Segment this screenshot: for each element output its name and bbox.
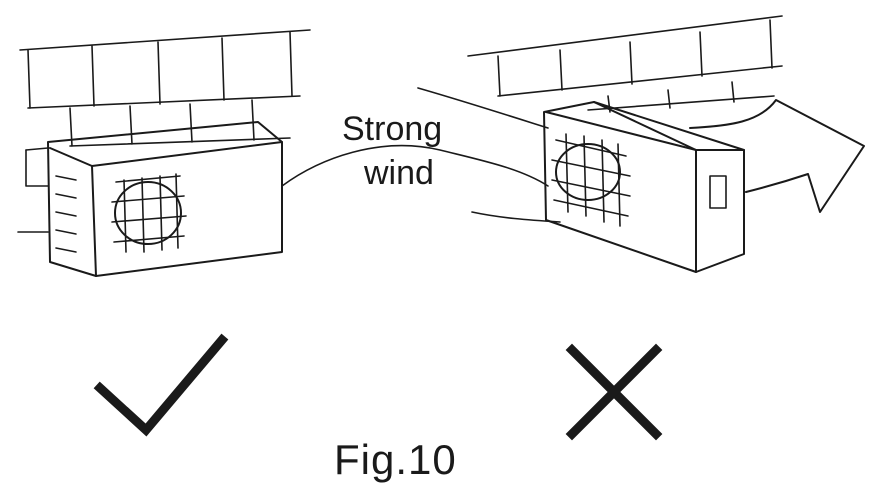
wind-label-line2: wind: [363, 154, 434, 192]
wind-label-line1: Strong: [342, 110, 442, 148]
right-unit-side-panel: [709, 175, 727, 209]
left-wall-bracket: [17, 147, 49, 233]
left-brick-wall: [19, 29, 311, 147]
left-fan-grille-icon: [111, 173, 187, 253]
right-fan-grille-icon: [551, 133, 631, 227]
left-outdoor-unit: [47, 121, 283, 277]
checkmark-icon: [93, 333, 229, 437]
wind-arrow-icon: [689, 99, 865, 213]
left-scene: [17, 29, 311, 277]
right-outdoor-unit: [543, 101, 745, 273]
figure-caption: Fig.10: [334, 436, 457, 483]
cross-icon: [565, 343, 663, 441]
right-scene: [467, 15, 865, 273]
right-brick-wall: [467, 15, 783, 113]
